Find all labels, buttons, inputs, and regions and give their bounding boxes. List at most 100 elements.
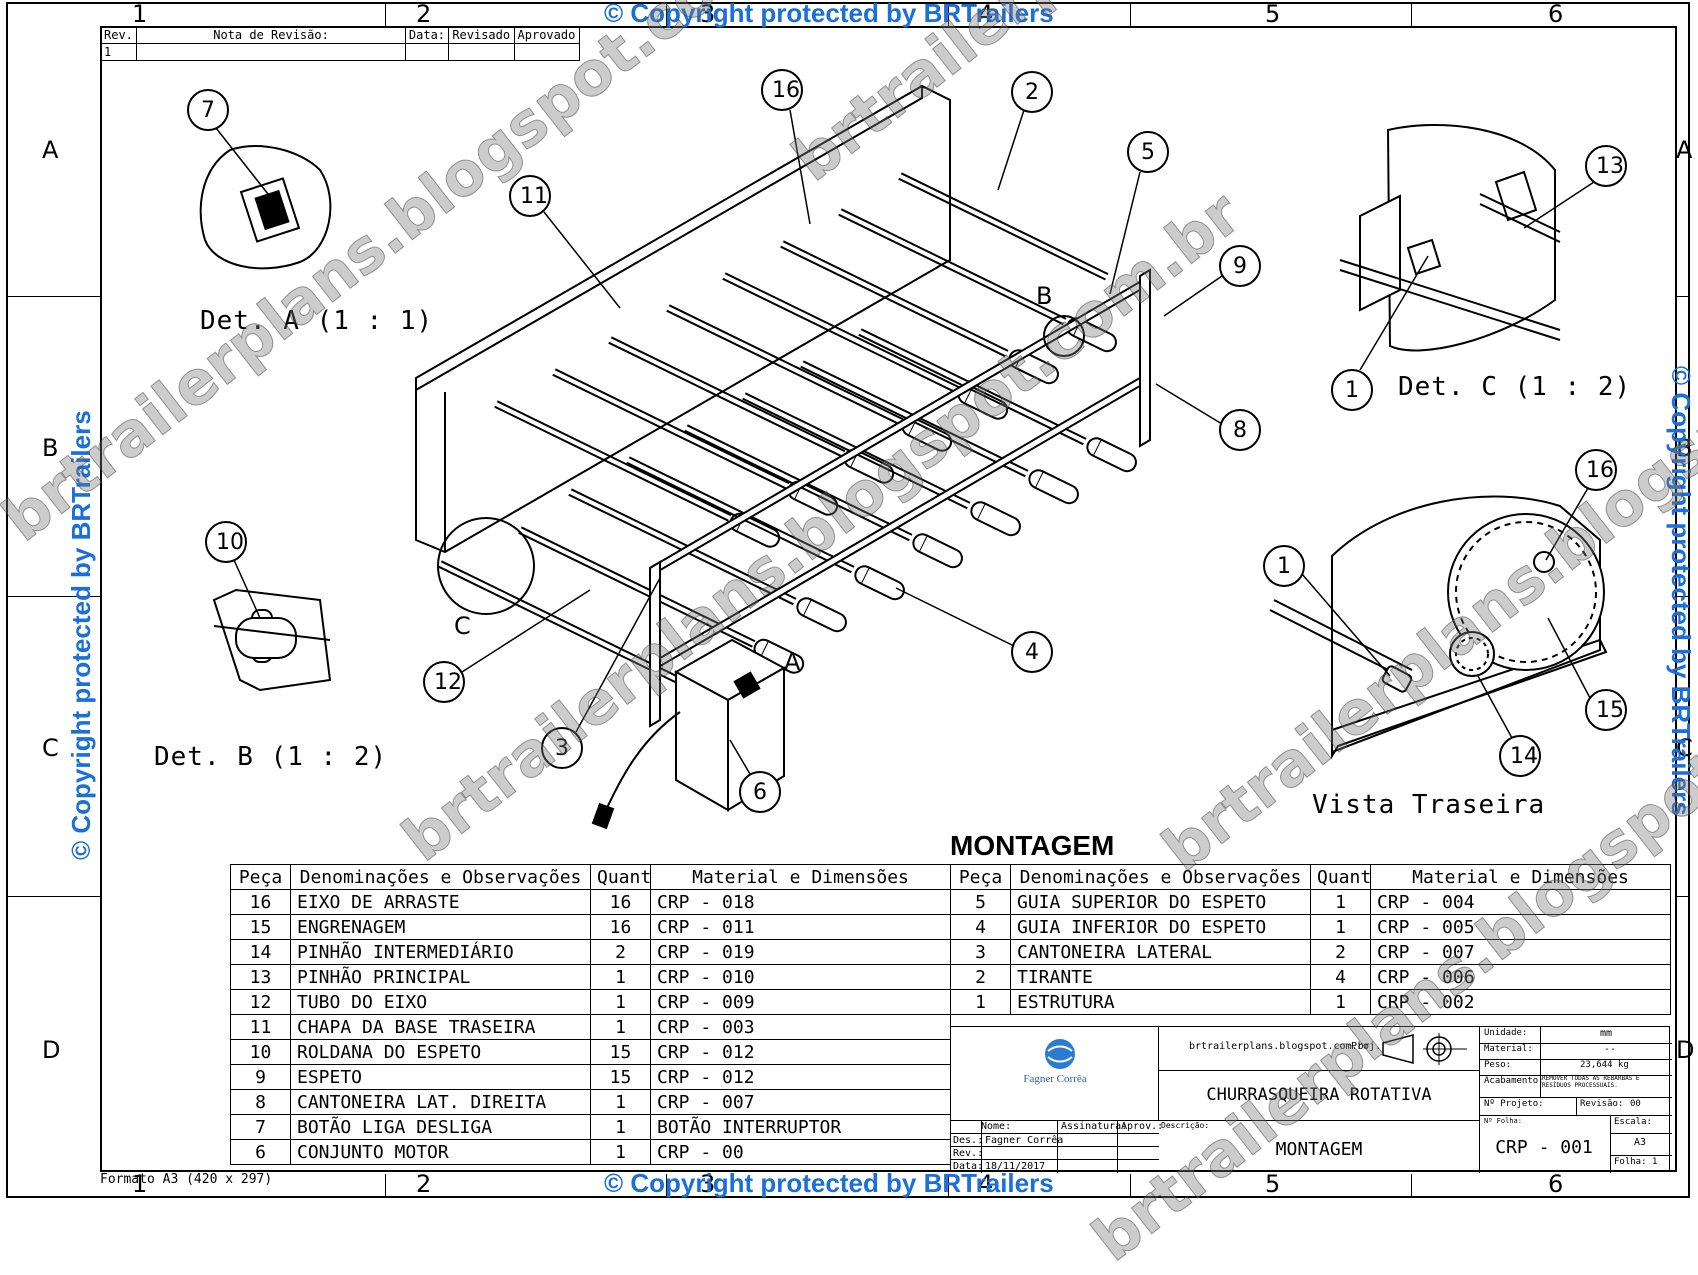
zone-right-d: D bbox=[1676, 1036, 1695, 1064]
label-unidade: Unidade: bbox=[1484, 1028, 1528, 1038]
website-area: brtrailerplans.blogspot.com.br Proj. bbox=[1159, 1027, 1479, 1071]
view-letter-b: B bbox=[1036, 282, 1053, 310]
bom-peca: 4 bbox=[950, 914, 1011, 940]
bom-den: ROLDANA DO ESPETO bbox=[290, 1039, 591, 1065]
drawing-subtitle: MONTAGEM bbox=[1275, 1139, 1363, 1160]
revision-table: Rev. Nota de Revisão: Data: Revisado Apr… bbox=[99, 26, 581, 61]
balloon-16-rear: 16 bbox=[1586, 458, 1614, 483]
label-descricao: Descrição: bbox=[1161, 1121, 1210, 1130]
bom-peca: 13 bbox=[230, 964, 291, 990]
zone-left-a: A bbox=[42, 136, 59, 164]
bom-den: ESPETO bbox=[290, 1064, 591, 1090]
bom-mat: CRP - 012 bbox=[650, 1064, 951, 1090]
balloon-11: 11 bbox=[520, 184, 548, 209]
bom-peca: 5 bbox=[950, 889, 1011, 915]
balloon-8: 8 bbox=[1233, 418, 1247, 443]
rear-view-label: Vista Traseira bbox=[1312, 790, 1546, 820]
zone-tick bbox=[6, 596, 100, 597]
zone-bottom-5: 5 bbox=[1265, 1170, 1281, 1198]
label-nome: Nome: bbox=[981, 1121, 1012, 1132]
value-material: -- bbox=[1604, 1044, 1617, 1055]
zone-bottom-2: 2 bbox=[416, 1170, 432, 1198]
zone-tick bbox=[1677, 896, 1690, 897]
balloon-16: 16 bbox=[772, 78, 800, 103]
bom-peca: 2 bbox=[950, 964, 1011, 990]
bom-mat: CRP - 018 bbox=[650, 889, 951, 915]
zone-tick bbox=[666, 1174, 667, 1198]
balloon-4: 4 bbox=[1025, 640, 1039, 665]
label-peso: Peso: bbox=[1484, 1060, 1512, 1070]
bom-mat: CRP - 010 bbox=[650, 964, 951, 990]
balloon-15: 15 bbox=[1596, 698, 1624, 723]
bom-den: CANTONEIRA LAT. DIREITA bbox=[290, 1089, 591, 1115]
zone-right-b: B bbox=[1676, 434, 1693, 462]
balloon-10: 10 bbox=[216, 530, 244, 555]
label-des: Des.: bbox=[953, 1135, 984, 1146]
bom-den: GUIA INFERIOR DO ESPETO bbox=[1010, 914, 1311, 940]
logo-area: Fagner Corrêa bbox=[951, 1027, 1159, 1121]
zone-tick bbox=[948, 1174, 949, 1198]
bom-peca: 14 bbox=[230, 939, 291, 965]
bom-mat: CRP - 012 bbox=[650, 1039, 951, 1065]
bom-header-peca: Peça bbox=[950, 864, 1011, 890]
value-acabamento: REMOVER TODAS AS REBARBAS E RESÍDUOS PRO… bbox=[1542, 1075, 1640, 1089]
bom-header-den: Denominações e Observações bbox=[1010, 864, 1311, 890]
zone-bottom-1: 1 bbox=[132, 1170, 148, 1198]
label-nfolha: Nº Folha: bbox=[1484, 1117, 1522, 1125]
bom-qt: 1 bbox=[1310, 889, 1371, 915]
bom-peca: 1 bbox=[950, 989, 1011, 1015]
label-acabamento: Acabamento: bbox=[1484, 1076, 1544, 1086]
drawing-title: CHURRASQUEIRA ROTATIVA bbox=[1206, 1085, 1432, 1105]
balloon-5: 5 bbox=[1141, 140, 1155, 165]
info-area: Unidade: mm Material: -- Peso: 23,644 kg… bbox=[1479, 1027, 1672, 1173]
bom-qt: 15 bbox=[590, 1039, 651, 1065]
bom-den: CANTONEIRA LATERAL bbox=[1010, 939, 1311, 965]
bom-mat: CRP - 004 bbox=[1370, 889, 1671, 915]
bom-mat: CRP - 011 bbox=[650, 914, 951, 940]
bom-peca: 11 bbox=[230, 1014, 291, 1040]
label-rev: Rev.: bbox=[953, 1148, 984, 1159]
bom-header-mat: Material e Dimensões bbox=[1370, 864, 1671, 890]
zone-top-2: 2 bbox=[416, 0, 432, 28]
bom-mat: CRP - 007 bbox=[1370, 939, 1671, 965]
zone-bottom-3: 3 bbox=[700, 1170, 716, 1198]
bom-peca: 7 bbox=[230, 1114, 291, 1140]
balloons bbox=[187, 69, 1627, 813]
value-escala: A3 bbox=[1634, 1137, 1647, 1148]
bom-qt: 1 bbox=[590, 1139, 651, 1165]
bom-header-qt: Quant bbox=[590, 864, 651, 890]
zone-top-4: 4 bbox=[978, 0, 994, 28]
bom-qt: 1 bbox=[590, 964, 651, 990]
bom-qt: 2 bbox=[590, 939, 651, 965]
bom-header-den: Denominações e Observações bbox=[290, 864, 591, 890]
bom-peca: 12 bbox=[230, 989, 291, 1015]
bom-mat: BOTÃO INTERRUPTOR bbox=[650, 1114, 951, 1140]
rear-view-gears bbox=[1269, 495, 1608, 760]
balloon-12: 12 bbox=[434, 670, 462, 695]
label-aprov: Aprov.: bbox=[1121, 1121, 1164, 1132]
drawing-inner-border bbox=[100, 26, 1677, 1172]
bom-table-left: Peça Denominações e Observações Quant Ma… bbox=[230, 864, 951, 1165]
rev-reviewed-header: Revisado bbox=[448, 26, 515, 44]
title-block: Fagner Corrêa Nome: Assinatura: Aprov.: … bbox=[950, 1026, 1672, 1173]
assembly-drawing bbox=[187, 69, 1627, 830]
view-letter-a: A bbox=[784, 648, 801, 676]
zone-tick bbox=[6, 896, 100, 897]
bom-den: ENGRENAGEM bbox=[290, 914, 591, 940]
zone-tick bbox=[948, 2, 949, 26]
bom-peca: 3 bbox=[950, 939, 1011, 965]
switch-detail bbox=[199, 145, 332, 270]
view-letter-c: C bbox=[454, 612, 471, 640]
bom-mat: CRP - 019 bbox=[650, 939, 951, 965]
label-escala: Escala: bbox=[1614, 1117, 1652, 1127]
